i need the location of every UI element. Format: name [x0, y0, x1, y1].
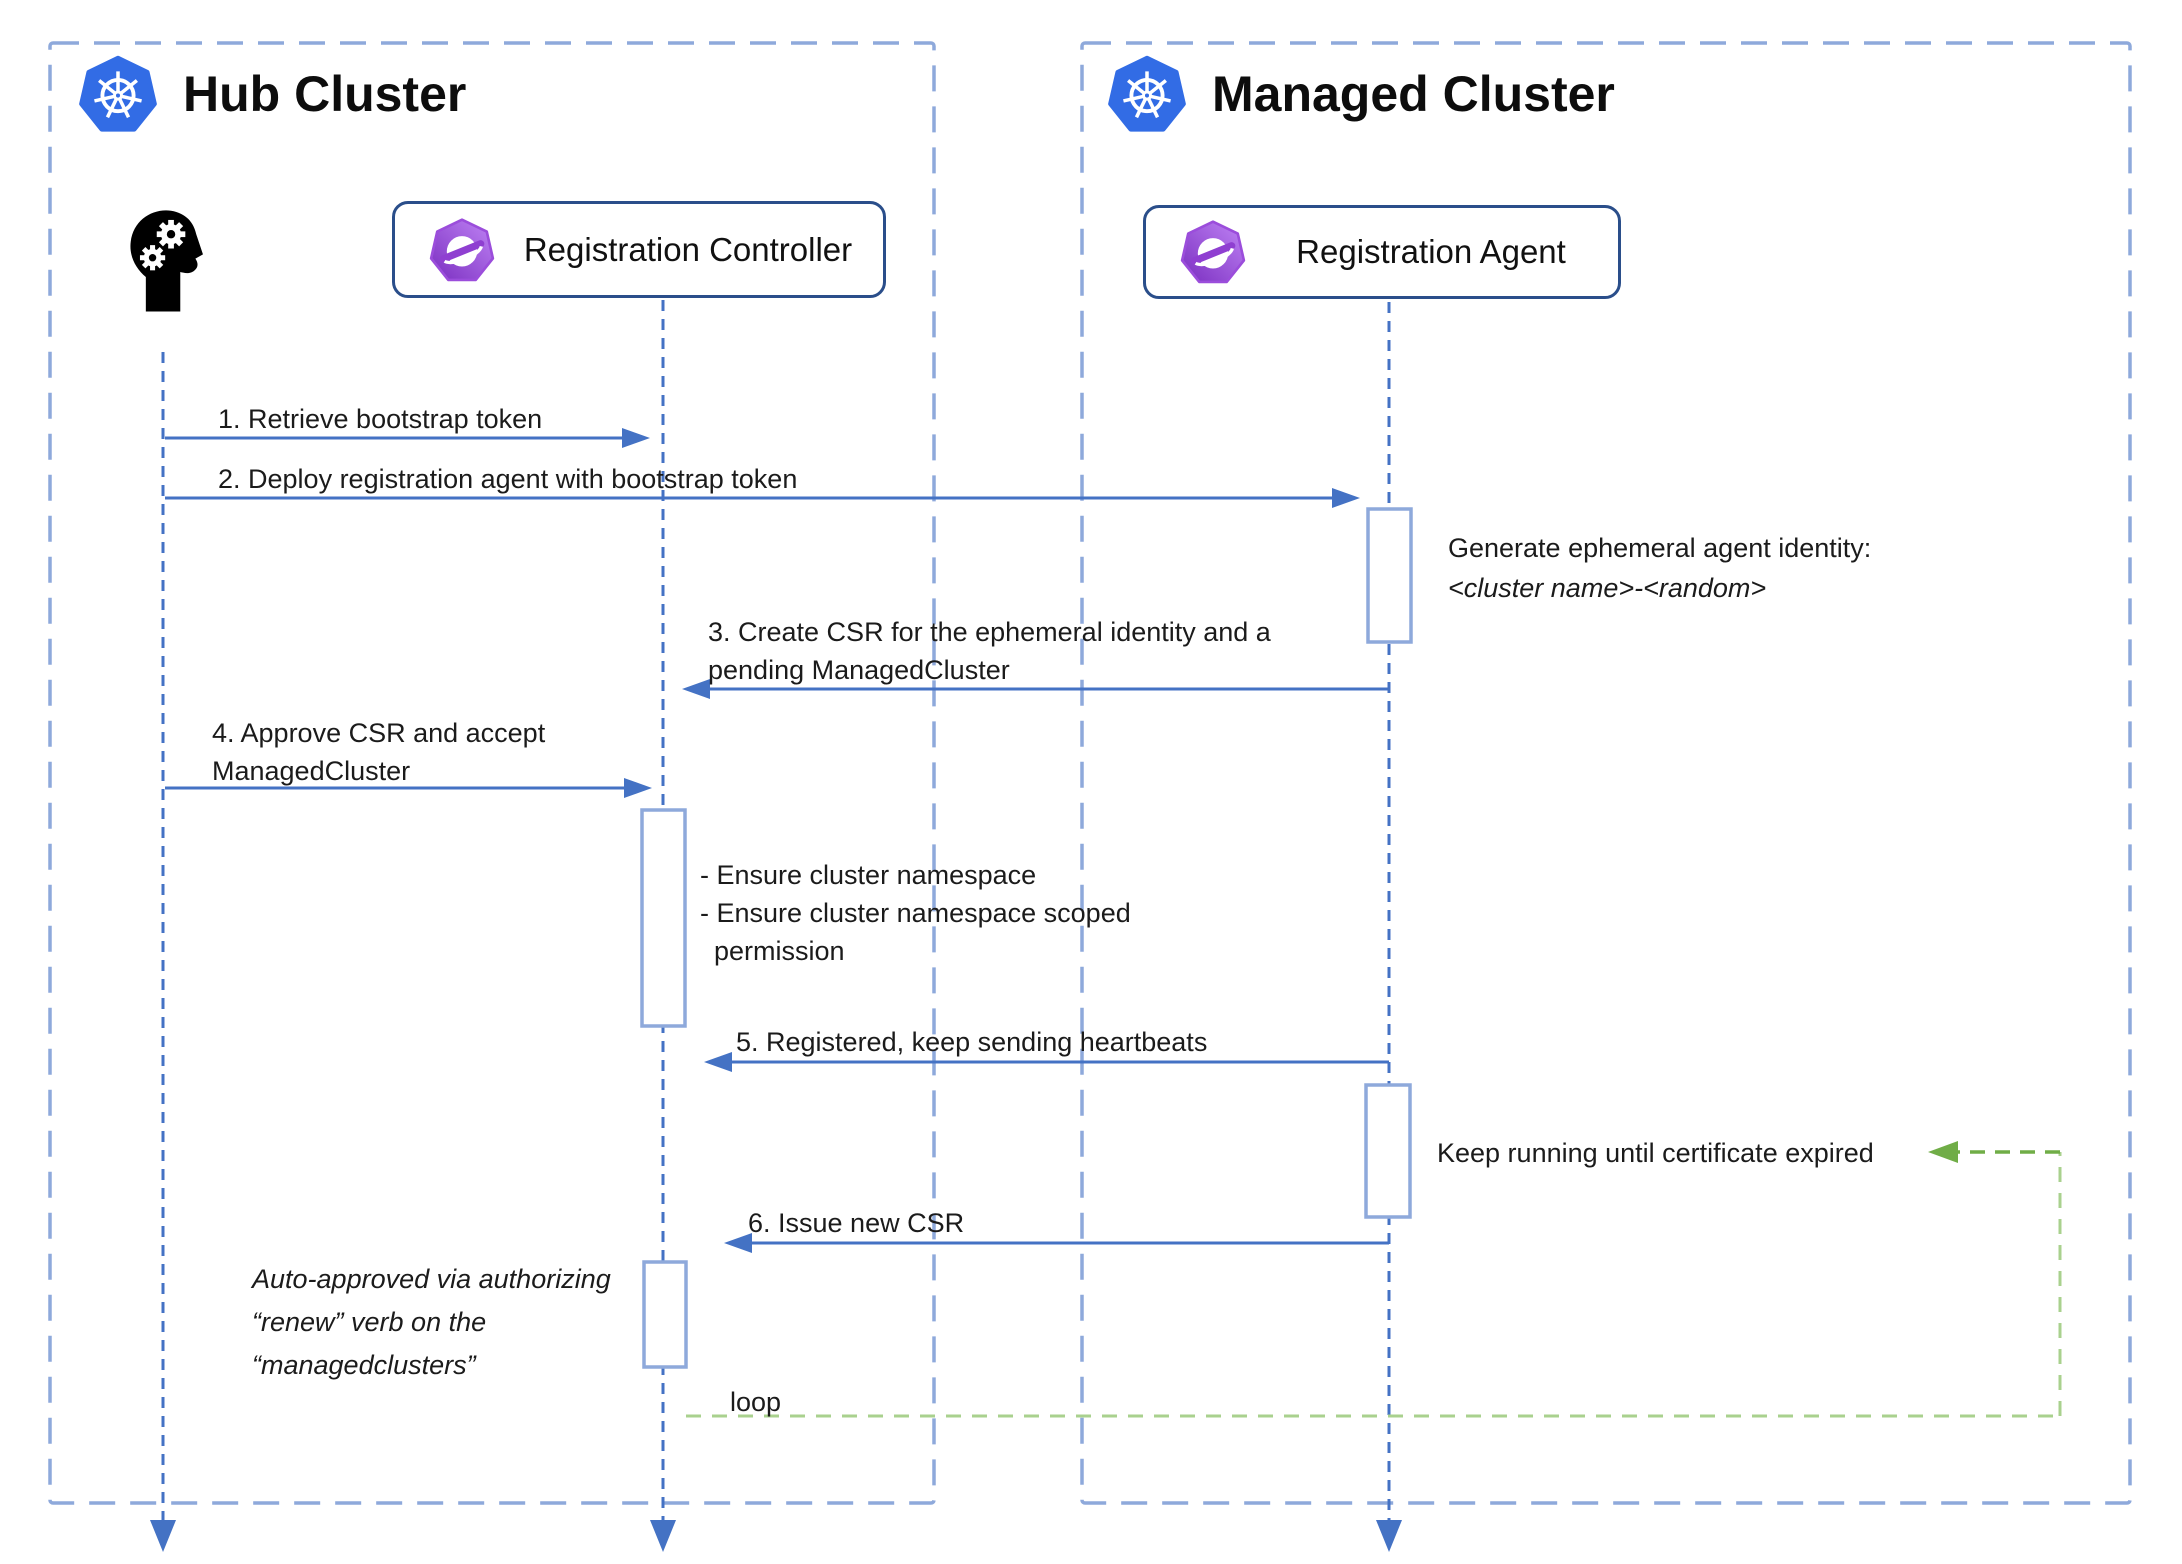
- arrow-4-head: [624, 778, 652, 798]
- note-ensure-line2: - Ensure cluster namespace scoped: [700, 898, 1131, 928]
- message-3-line2: pending ManagedCluster: [708, 655, 1010, 685]
- message-1-label: 1. Retrieve bootstrap token: [218, 404, 543, 434]
- message-3-label: 3. Create CSR for the ephemeral identity…: [708, 613, 1271, 689]
- arrow-5-head: [704, 1052, 732, 1072]
- user-head-gears-icon: [124, 206, 208, 312]
- activation-boxes: [640, 507, 1413, 1369]
- agent-activation-generate-identity: [1366, 507, 1413, 644]
- agent-activation-keep-running: [1364, 1083, 1412, 1219]
- managed-cluster-header: Managed Cluster: [1108, 55, 1615, 133]
- loop-return-arrowhead: [1928, 1141, 1958, 1163]
- note-auto-approved-line1: Auto-approved via authorizing: [252, 1264, 611, 1294]
- hub-cluster-frame: [48, 41, 936, 1505]
- registration-controller-label: Registration Controller: [523, 230, 853, 268]
- message-arrowheads: [622, 428, 1360, 1253]
- note-generate-identity: Generate ephemeral agent identity: <clus…: [1448, 528, 1871, 608]
- note-auto-approved-line2: “renew” verb on the: [252, 1307, 487, 1337]
- note-ensure-namespace: - Ensure cluster namespace - Ensure clus…: [700, 856, 1131, 970]
- gear-large: [156, 219, 186, 249]
- arrow-6-head: [724, 1233, 752, 1253]
- controller-activation-ensure-namespace: [640, 808, 687, 1028]
- note-generate-identity-line1: Generate ephemeral agent identity:: [1448, 533, 1872, 563]
- lifeline-end-arrowheads: [150, 1520, 1402, 1552]
- message-4-label: 4. Approve CSR and accept ManagedCluster: [212, 714, 545, 790]
- loop-label: loop: [730, 1387, 782, 1417]
- message-3-line1: 3. Create CSR for the ephemeral identity…: [708, 617, 1271, 647]
- kubernetes-icon: [79, 55, 157, 132]
- ocm-logo-icon: [1180, 220, 1246, 284]
- participant-registration-controller: Registration Controller: [392, 201, 886, 298]
- loop-path: [686, 1150, 2062, 1418]
- note-generate-identity-line2: <cluster name>-<random>: [1448, 573, 1767, 603]
- message-4-line1: 4. Approve CSR and accept: [212, 718, 546, 748]
- note-ensure-line1: - Ensure cluster namespace: [700, 860, 1037, 890]
- participant-registration-agent: Registration Agent: [1143, 205, 1621, 299]
- arrow-2-head: [1332, 488, 1360, 508]
- controller-activation-auto-approve: [642, 1260, 688, 1369]
- agent-lifeline-arrowhead: [1376, 1520, 1402, 1552]
- message-6-label: 6. Issue new CSR: [748, 1208, 965, 1238]
- note-ensure-line3: permission: [714, 936, 845, 966]
- message-5-label: 5. Registered, keep sending heartbeats: [736, 1027, 1208, 1057]
- managed-cluster-title: Managed Cluster: [1212, 66, 1615, 122]
- registration-agent-label: Registration Agent: [1296, 233, 1566, 270]
- controller-lifeline-arrowhead: [650, 1520, 676, 1552]
- kubernetes-icon: [1108, 55, 1186, 132]
- hub-cluster-title: Hub Cluster: [183, 66, 467, 122]
- arrow-3-head: [682, 679, 710, 699]
- message-4-line2: ManagedCluster: [212, 756, 411, 786]
- note-auto-approved-line3: “managedclusters”: [252, 1350, 476, 1380]
- message-arrows: [165, 436, 1389, 1245]
- managed-cluster-frame: [1080, 41, 2132, 1505]
- note-keep-running: Keep running until certificate expired: [1437, 1138, 1874, 1168]
- ocm-logo-icon: [429, 217, 495, 281]
- note-auto-approved: Auto-approved via authorizing “renew” ve…: [252, 1258, 611, 1387]
- gear-small: [139, 245, 166, 271]
- user-lifeline-arrowhead: [150, 1520, 176, 1552]
- hub-cluster-header: Hub Cluster: [79, 55, 466, 133]
- arrow-1-head: [622, 428, 650, 448]
- message-2-label: 2. Deploy registration agent with bootst…: [218, 464, 798, 494]
